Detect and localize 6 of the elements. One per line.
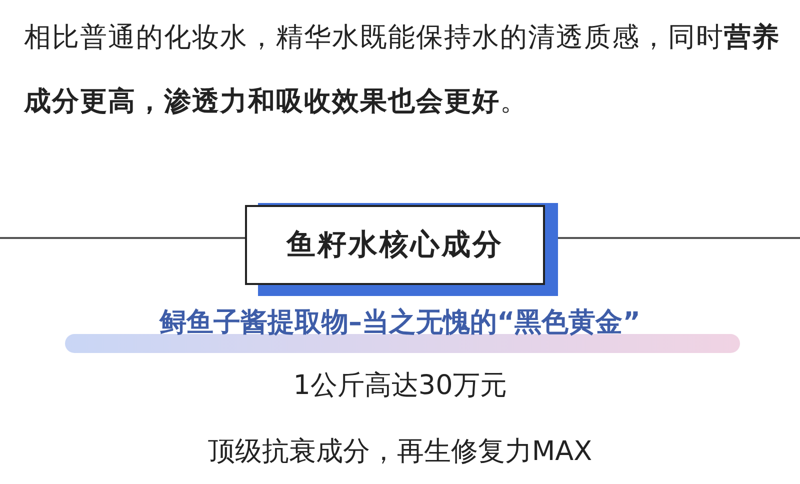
subtitle: 鲟鱼子酱提取物–当之无愧的“黑色黄金” (160, 306, 640, 340)
text-line: 1公斤高达30万元 (293, 369, 507, 403)
text-line: 顶级抗衰成分，再生修复力MAX (208, 435, 592, 469)
heading-box (245, 205, 545, 285)
heading-text: 鱼籽水核心成分 (286, 226, 504, 264)
paragraph: 相比普通的化妆水，精华水既能保持水的清透质感，同时营养成分更高，渗透力和吸收效果也会更好。 (24, 21, 781, 119)
